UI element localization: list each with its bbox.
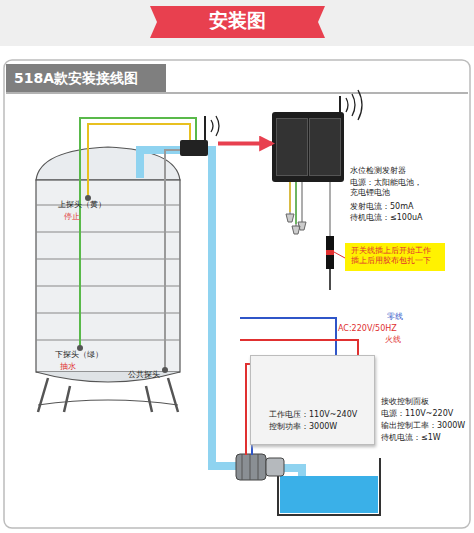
illustration xyxy=(0,0,474,46)
probe-wire xyxy=(80,118,196,346)
water-tank xyxy=(36,313,180,314)
illustration xyxy=(150,6,325,38)
node-text: 电源：太阳能电池， 充电锂电池 xyxy=(350,178,426,197)
pump-symbol xyxy=(236,454,284,480)
probe-wire xyxy=(165,150,186,368)
annotation: 电源：110V~220V xyxy=(381,409,471,419)
illustration xyxy=(6,92,468,94)
solar-panel xyxy=(309,118,341,176)
annotation: 火线 xyxy=(385,335,425,345)
solar-panel xyxy=(276,118,308,176)
probe-wire xyxy=(88,124,190,196)
illustration xyxy=(329,269,331,290)
water-tank xyxy=(36,340,180,341)
water-tank xyxy=(36,232,180,233)
node-text: 公共探头 xyxy=(128,370,178,380)
antenna xyxy=(204,116,206,140)
annotation: 接收控制面板 xyxy=(381,397,461,407)
water-tank xyxy=(36,286,180,287)
illustration xyxy=(326,250,334,255)
node-text: 开关线插上后开始工作 插上后用胶布包扎一下 xyxy=(351,246,437,265)
signal-wave xyxy=(346,90,362,120)
node-text: 上探头（黄） xyxy=(58,200,128,210)
node-text: 待机电流：≤100uA xyxy=(350,213,440,223)
antenna xyxy=(339,96,341,112)
illustration xyxy=(295,182,297,224)
water-tank xyxy=(36,259,180,260)
illustration xyxy=(326,255,334,269)
pump-symbol xyxy=(258,454,259,480)
leader-line xyxy=(334,252,345,258)
annotation: 待机电流：≤1W xyxy=(381,433,471,443)
illustration xyxy=(289,182,291,212)
annotation: 输出控制工率：3000W xyxy=(381,421,473,431)
node-text: 518A款安装接线图 xyxy=(14,70,164,87)
water-basin xyxy=(278,458,380,515)
pointer-arrow xyxy=(218,142,272,146)
water-tank xyxy=(38,400,178,405)
transmitter-box: 水位检测发射器电源：太阳能电池， 充电锂电池发射电流：50mA待机电流：≤100… xyxy=(272,112,344,182)
node-text: 水位检测发射器 xyxy=(350,166,430,176)
node-text: 停止 xyxy=(64,212,94,222)
water-tank xyxy=(36,147,180,412)
water-tank: 上探头（黄） 停止下探头（绿） 抽水公共探头 xyxy=(28,138,218,413)
water-tank xyxy=(38,378,178,412)
water-tank xyxy=(36,205,180,206)
node-text: 抽水 xyxy=(60,362,90,372)
receiver-box: 工作电压：110V~240V 控制功率：3000W xyxy=(250,355,375,445)
section-band: 518A款安装接线图 xyxy=(6,64,166,92)
pump-symbol xyxy=(266,458,284,476)
connector xyxy=(326,236,334,250)
note-box: 开关线插上后开始工作 插上后用胶布包扎一下 xyxy=(345,243,445,271)
pump-symbol xyxy=(242,454,243,480)
water-pipe xyxy=(140,150,236,466)
node-text: 工作电压：110V~240V xyxy=(269,410,369,420)
pump-symbol xyxy=(236,454,266,480)
title: 安装图 xyxy=(150,9,325,32)
illustration xyxy=(4,60,470,528)
annotation: 零线 xyxy=(387,312,427,322)
probe-symbol xyxy=(162,367,168,373)
node-text: 下探头（绿） xyxy=(55,350,125,360)
node-text: 控制功率：3000W xyxy=(269,422,369,432)
pump-symbol xyxy=(250,454,251,480)
probe-symbol xyxy=(286,214,306,234)
water-tank xyxy=(36,180,180,372)
node-text: 发射电流：50mA xyxy=(350,202,430,212)
signal-wave xyxy=(211,116,219,136)
transmitter-small xyxy=(180,140,208,156)
water xyxy=(280,476,378,513)
annotation: AC:220V/50HZ xyxy=(338,324,418,334)
